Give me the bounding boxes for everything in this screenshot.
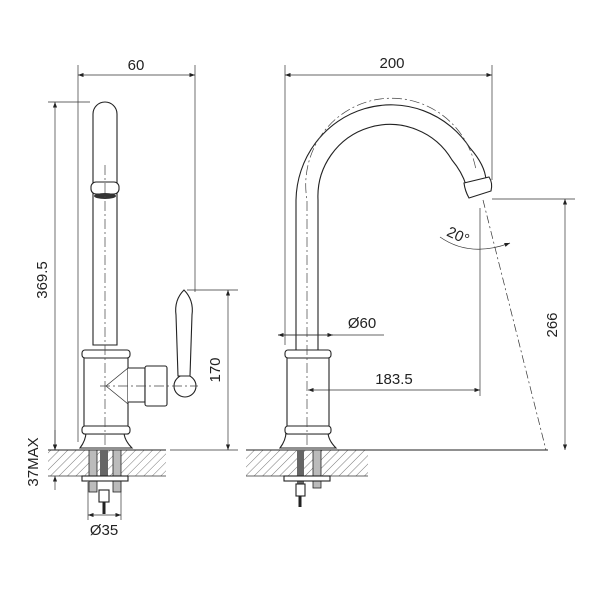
faucet-front <box>278 97 547 451</box>
hole-diameter-dimension: Ø35 <box>90 522 118 539</box>
side-view: 60 369.5 170 37MAX Ø35 <box>25 57 238 539</box>
spout-height-dimension: 266 <box>544 312 561 337</box>
spray-angle-dimension: 20° <box>444 223 472 248</box>
base-diameter-dimension: Ø60 <box>348 315 376 332</box>
countertop-section <box>246 450 368 476</box>
front-view: 200 266 Ø60 183.5 20° <box>246 55 575 507</box>
height-dimension: 369.5 <box>34 261 51 299</box>
mounting-shank <box>283 449 331 507</box>
reach-dimension: 200 <box>379 55 404 72</box>
handle-height-dimension: 170 <box>207 357 224 382</box>
width-dimension: 60 <box>128 57 145 74</box>
mounting-shank <box>81 449 129 514</box>
max-counter-dimension: 37MAX <box>25 437 42 486</box>
faucet-side <box>78 101 198 449</box>
outlet-offset-dimension: 183.5 <box>375 371 413 388</box>
